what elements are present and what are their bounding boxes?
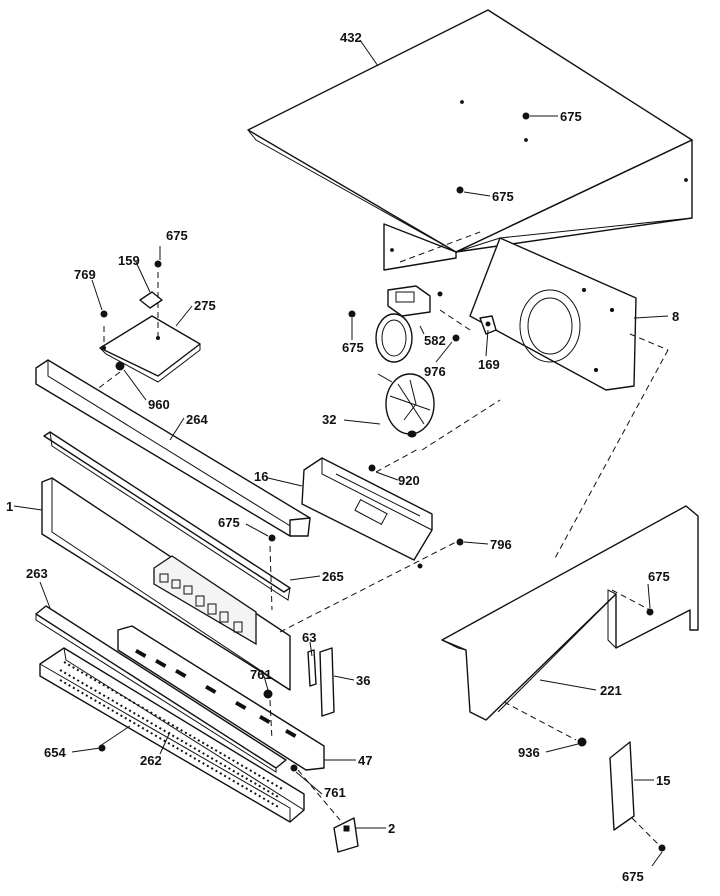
label-15: 15 [656, 773, 670, 788]
label-675-b: 675 [492, 189, 514, 204]
part-63-clip [307, 649, 317, 687]
label-976: 976 [424, 364, 446, 379]
label-2: 2 [388, 821, 395, 836]
part-275-relay-box [99, 291, 201, 383]
plate-slots [134, 648, 297, 738]
label-36: 36 [356, 673, 370, 688]
label-675-e: 675 [218, 515, 240, 530]
part-47-control-plate [117, 625, 325, 771]
callout-labels: 432 675 675 675 159 769 275 960 264 582 … [6, 30, 679, 884]
label-63: 63 [302, 630, 316, 645]
part-2-clip [333, 817, 359, 853]
label-32: 32 [322, 412, 336, 427]
part-16-control-board [301, 457, 433, 569]
label-675-a: 675 [560, 109, 582, 124]
label-960: 960 [148, 397, 170, 412]
label-675-g: 675 [622, 869, 644, 884]
assembly-dashed-lines [95, 231, 669, 847]
part-32-fan-blade [377, 373, 435, 438]
label-675-c: 675 [166, 228, 188, 243]
leader-lines [13, 39, 669, 867]
label-432: 432 [340, 30, 362, 45]
label-769: 769 [74, 267, 96, 282]
part-432-top-cover [247, 9, 693, 271]
part-36-bracket [319, 647, 335, 717]
label-47: 47 [358, 753, 372, 768]
label-654: 654 [44, 745, 66, 760]
label-761-b: 761 [324, 785, 346, 800]
label-920: 920 [398, 473, 420, 488]
display-keypad [159, 573, 243, 633]
part-1-control-panel [41, 477, 291, 691]
part-262-vent-grille [39, 647, 305, 823]
label-262: 262 [140, 753, 162, 768]
label-169: 169 [478, 357, 500, 372]
label-159: 159 [118, 253, 140, 268]
label-16: 16 [254, 469, 268, 484]
label-265: 265 [322, 569, 344, 584]
label-263: 263 [26, 566, 48, 581]
label-761-a: 761 [250, 667, 272, 682]
label-936: 936 [518, 745, 540, 760]
label-796: 796 [490, 537, 512, 552]
part-265-channel [43, 431, 291, 601]
label-1: 1 [6, 499, 13, 514]
part-263-lower-trim [35, 605, 287, 773]
part-582-fan-motor [375, 285, 443, 363]
label-264: 264 [186, 412, 208, 427]
label-675-f: 675 [648, 569, 670, 584]
part-8-rear-panel [469, 237, 637, 391]
part-15-side-bracket [609, 741, 635, 831]
part-169-bracket [479, 315, 497, 335]
label-275: 275 [194, 298, 216, 313]
part-221-side-panel [441, 505, 699, 721]
label-582: 582 [424, 333, 446, 348]
part-264-top-trim [35, 359, 311, 537]
label-221: 221 [600, 683, 622, 698]
label-675-d: 675 [342, 340, 364, 355]
label-8: 8 [672, 309, 679, 324]
